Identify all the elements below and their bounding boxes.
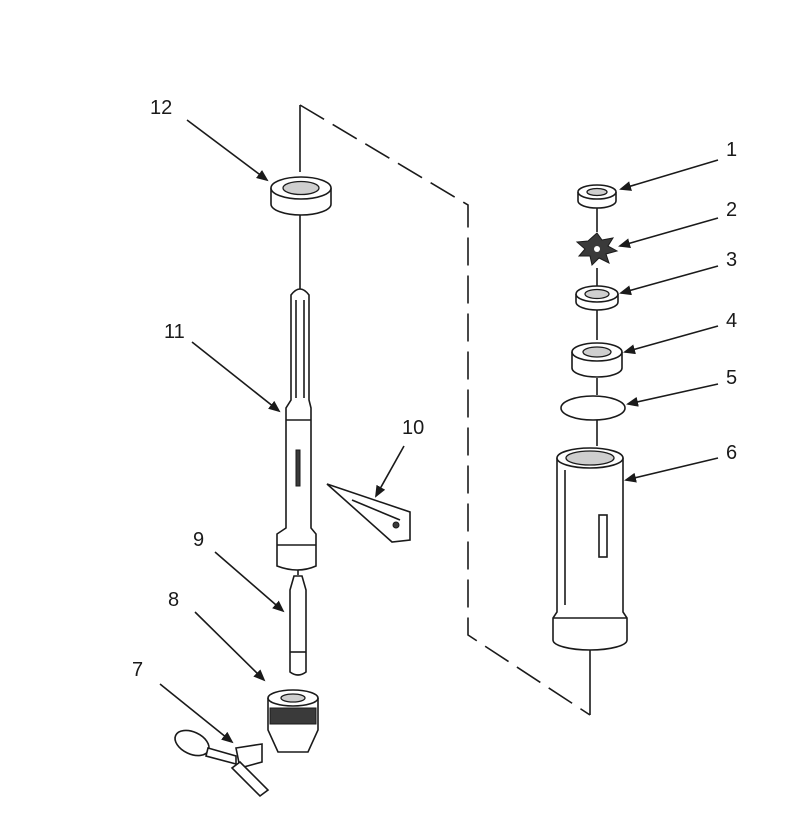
part-10-cutter-blade [326, 483, 411, 543]
leader-arrows [159, 119, 719, 744]
callout-11: 11 [164, 321, 185, 343]
callout-7: 7 [132, 659, 143, 681]
callout-3: 3 [726, 249, 737, 271]
callout-8: 8 [168, 589, 179, 611]
part-8-chuck [267, 689, 319, 753]
callout-labels: 1 2 3 4 5 6 7 8 9 10 11 12 [132, 97, 737, 681]
callout-12: 12 [150, 97, 172, 119]
callout-6: 6 [726, 442, 737, 464]
part-5-o-ring [560, 395, 626, 421]
part-1-nut [577, 184, 617, 209]
part-9-pin [289, 575, 307, 676]
assembly-dashed-outline [299, 104, 591, 716]
callout-10: 10 [402, 417, 424, 439]
part-2-star-washer [575, 232, 619, 266]
callout-2: 2 [726, 199, 737, 221]
callout-4: 4 [726, 310, 737, 332]
callout-1: 1 [726, 139, 737, 161]
part-3-washer [575, 285, 619, 311]
part-12-bearing [270, 176, 332, 216]
part-11-spindle-shaft [276, 288, 317, 571]
part-7-chuck-key [174, 729, 270, 798]
axis-lines [297, 105, 598, 715]
part-6-sleeve [552, 447, 628, 651]
callout-5: 5 [726, 367, 737, 389]
part-4-bearing [571, 342, 623, 378]
callout-9: 9 [193, 529, 204, 551]
